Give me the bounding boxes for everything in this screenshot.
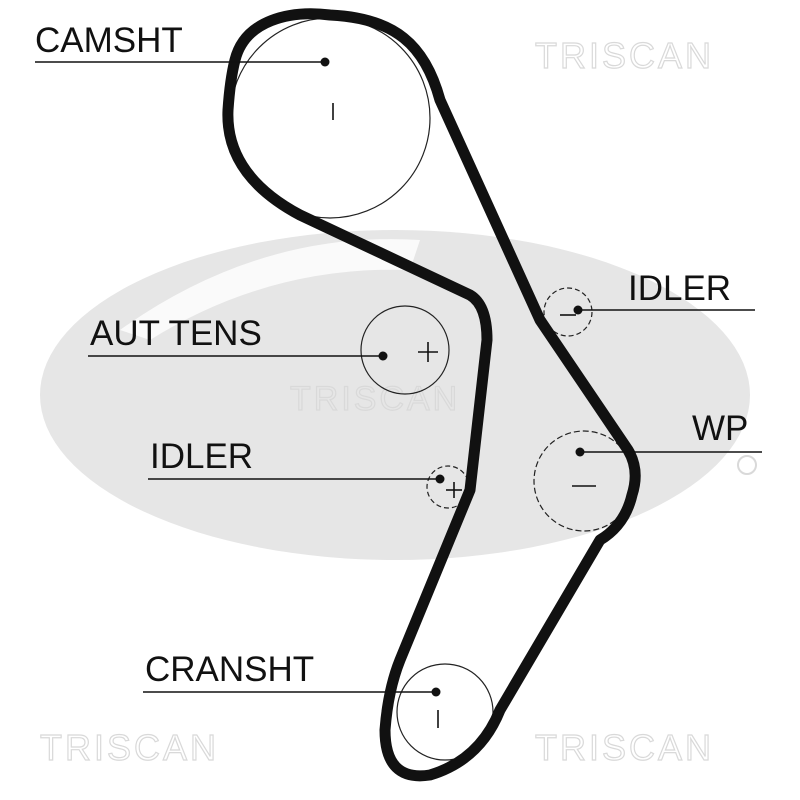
label-idler-right: IDLER <box>628 269 731 308</box>
label-idler-left: IDLER <box>150 437 253 476</box>
idler-left-dot <box>435 474 445 484</box>
crankshaft-pulley <box>396 663 494 761</box>
registered-mark-icon <box>737 455 757 475</box>
water-pump-dot <box>575 447 585 457</box>
crankshaft-dot <box>431 687 441 697</box>
watermark-bottom-left: TRISCAN <box>40 727 219 768</box>
timing-belt <box>222 8 641 782</box>
idler-right-dot <box>573 305 583 315</box>
watermark-bottom-right: TRISCAN <box>535 727 714 768</box>
camshaft-dot <box>320 57 330 67</box>
watermark-top-right: TRISCAN <box>535 35 714 76</box>
gates-logo-watermark <box>40 230 750 592</box>
label-water-pump: WP <box>692 409 748 448</box>
auto-tensioner-pulley <box>360 305 450 395</box>
label-auto-tensioner: AUT TENS <box>90 314 262 353</box>
watermark-center: TRISCAN <box>290 380 460 418</box>
label-camshaft: CAMSHT <box>35 21 183 60</box>
label-crankshaft: CRANSHT <box>145 650 314 689</box>
idler-right-pulley <box>543 287 593 337</box>
auto-tensioner-dot <box>378 351 388 361</box>
